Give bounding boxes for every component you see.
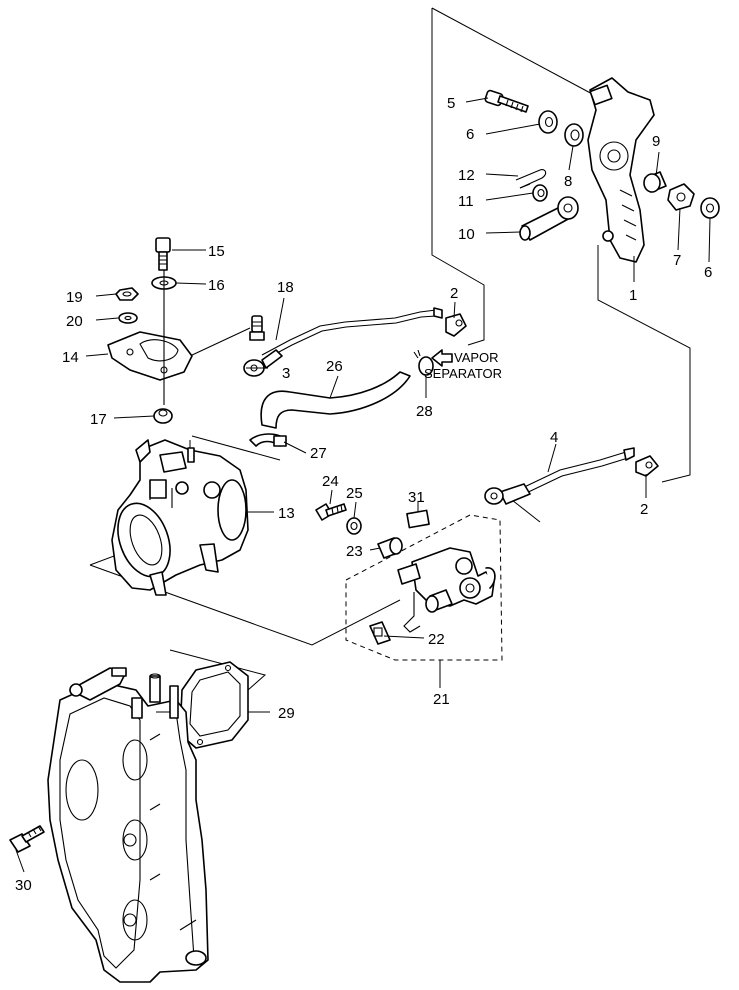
part-6-washer-right[interactable] [700,197,720,219]
part-27-hose-band[interactable] [249,433,287,447]
callout-14: 14 [62,349,79,366]
part-2-link-clip-lower[interactable] [635,455,659,477]
callout-29: 29 [278,705,295,722]
callout-28: 28 [416,403,433,420]
callout-1: 1 [629,287,637,304]
part-31-pad[interactable] [406,509,430,529]
part-25-washer[interactable] [346,517,362,535]
callout-11: 11 [458,193,474,210]
callout-10: 10 [458,226,475,243]
callout-23: 23 [346,543,363,560]
part-14-bracket[interactable] [107,331,193,381]
part-15-screw[interactable] [155,237,171,271]
callout-4: 4 [550,429,558,446]
callout-8: 8 [564,173,572,190]
callout-22: 22 [428,631,445,648]
callout-16: 16 [208,277,225,294]
part-13-throttle-body[interactable] [108,439,249,596]
part-12-clip[interactable] [515,169,547,189]
callout-15: 15 [208,243,225,260]
part-17-grommet[interactable] [153,408,173,424]
callout-labels: 5 6 8 9 7 6 1 12 11 10 2 3 18 26 28 VAPO… [15,95,712,894]
part-2-link-clip-upper[interactable] [445,313,467,337]
part-throttle-link-rod-upper[interactable] [261,307,443,361]
callout-6-right: 6 [704,264,712,281]
callout-3: 3 [282,365,290,382]
part-7-nut[interactable] [667,183,695,211]
callout-19: 19 [66,289,83,306]
part-20-washer[interactable] [118,312,138,324]
part-6-washer-upper[interactable] [538,110,558,134]
part-26-hose[interactable] [260,371,411,429]
part-10-rod-end[interactable] [519,196,579,241]
assembly-21-outline [345,514,503,661]
callout-25: 25 [346,485,363,502]
callout-17: 17 [90,411,107,428]
part-22-clip[interactable] [369,621,391,645]
callout-27: 27 [310,445,327,462]
part-29-gasket[interactable] [179,661,249,749]
part-21-lever-assembly[interactable] [397,547,496,633]
callout-30: 30 [15,877,32,894]
callout-20: 20 [66,313,83,330]
callout-2-lower: 2 [640,501,648,518]
part-8-bushing[interactable] [564,123,584,147]
part-28-hose-clip[interactable] [413,349,434,376]
callout-12: 12 [458,167,475,184]
part-4-link-rod[interactable] [484,447,635,505]
callout-21: 21 [433,691,450,708]
vapor-separator-note-line2: SEPARATOR [424,366,502,381]
part-23-collar[interactable] [377,537,403,559]
callout-24: 24 [322,473,339,490]
vapor-separator-arrow [431,349,453,367]
callout-6-upper: 6 [466,126,474,143]
part-5-bolt[interactable] [484,89,529,113]
intake-manifold-casting [47,667,209,983]
part-18-fitting[interactable] [249,315,265,341]
vapor-separator-note-line1: VAPOR [454,350,499,365]
callout-18: 18 [277,279,294,296]
callout-5: 5 [447,95,455,112]
callout-13: 13 [278,505,295,522]
callout-26: 26 [326,358,343,375]
part-11-washer[interactable] [532,184,548,202]
callout-2-upper: 2 [450,285,458,302]
callout-7: 7 [673,252,681,269]
leader-lines [15,97,711,873]
part-19-nut[interactable] [115,287,139,301]
callout-9: 9 [652,133,660,150]
part-30-bolt[interactable] [9,825,45,853]
part-9-collar[interactable] [643,171,667,193]
callout-31: 31 [408,489,425,506]
part-1-throttle-lever[interactable] [587,77,655,263]
part-24-screw[interactable] [315,503,347,521]
